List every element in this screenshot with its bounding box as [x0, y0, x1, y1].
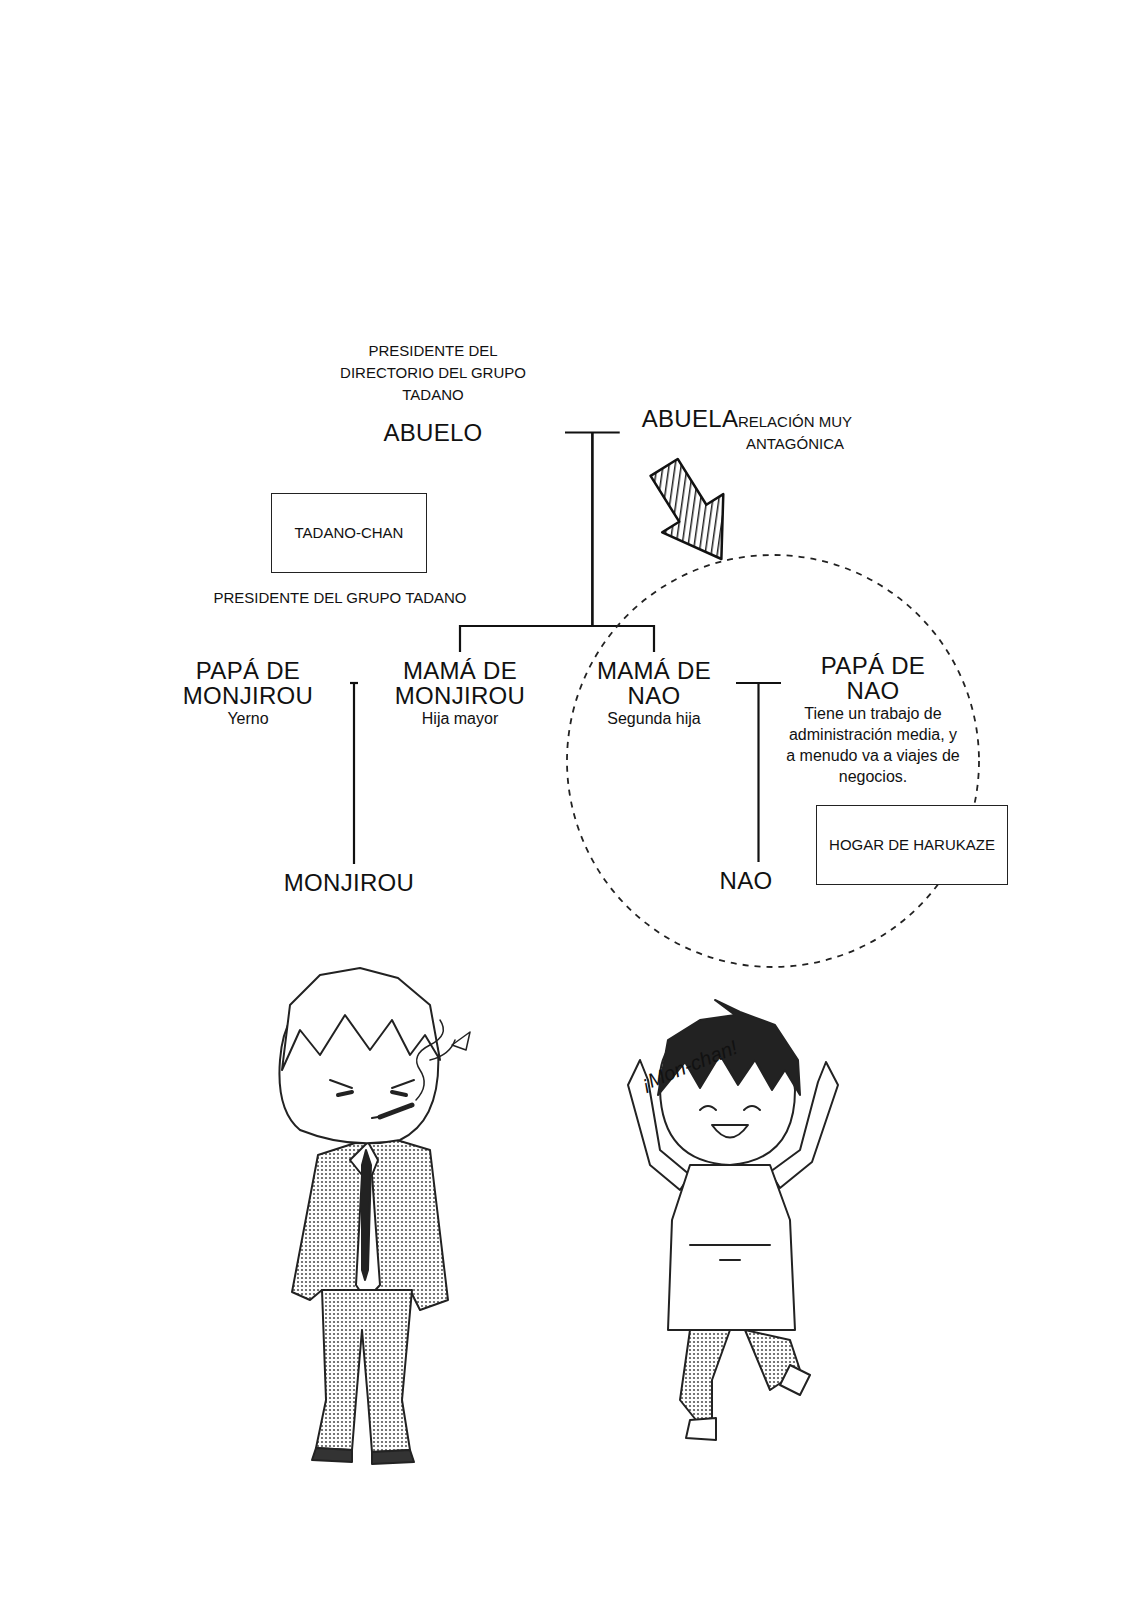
member-note: Tiene un trabajo de administración media… [783, 703, 963, 787]
nao-chibi [628, 1000, 838, 1440]
descent-line [353, 683, 355, 864]
household-circle [567, 555, 979, 967]
group-box: TADANO-CHAN [271, 493, 427, 573]
hatched-arrow [634, 448, 752, 578]
role-note: PRESIDENTE DEL GRUPO TADANO [213, 587, 466, 609]
descent-line [757, 683, 759, 862]
person-node: MAMÁ DE NAOSegunda hija [594, 658, 714, 729]
person-node: PRESIDENTE DEL DIRECTORIO DEL GRUPO TADA… [323, 340, 543, 445]
monjirou-chibi [279, 968, 470, 1464]
member-note: Yerno [168, 708, 328, 729]
member-name: PAPÁ DE NAO [803, 653, 943, 703]
member-name: HOGAR DE HARUKAZE [829, 834, 995, 856]
member-name: ABUELA [642, 406, 739, 431]
group-box: HOGAR DE HARUKAZE [816, 805, 1008, 885]
member-note: Segunda hija [594, 708, 714, 729]
member-note: PRESIDENTE DEL DIRECTORIO DEL GRUPO TADA… [323, 340, 543, 406]
member-name: MAMÁ DE MONJIROU [380, 658, 540, 708]
person-node: ABUELA [642, 406, 739, 431]
member-name: MAMÁ DE NAO [594, 658, 714, 708]
member-name: MONJIROU [284, 870, 414, 895]
person-node: PAPÁ DE MONJIROUYerno [168, 658, 328, 729]
member-name: PAPÁ DE MONJIROU [168, 658, 328, 708]
member-name: TADANO-CHAN [295, 522, 404, 544]
descent-line [460, 433, 592, 653]
person-node: MAMÁ DE MONJIROUHija mayor [380, 658, 540, 729]
descent-line [592, 433, 654, 653]
member-note: Hija mayor [380, 708, 540, 729]
person-node: PAPÁ DE NAOTiene un trabajo de administr… [783, 653, 963, 787]
person-node: NAO [720, 868, 773, 893]
relation-note: RELACIÓN MUY ANTAGÓNICA [725, 411, 865, 455]
member-name: ABUELO [323, 420, 543, 445]
person-node: MONJIROU [284, 870, 414, 895]
member-name: NAO [720, 868, 773, 893]
